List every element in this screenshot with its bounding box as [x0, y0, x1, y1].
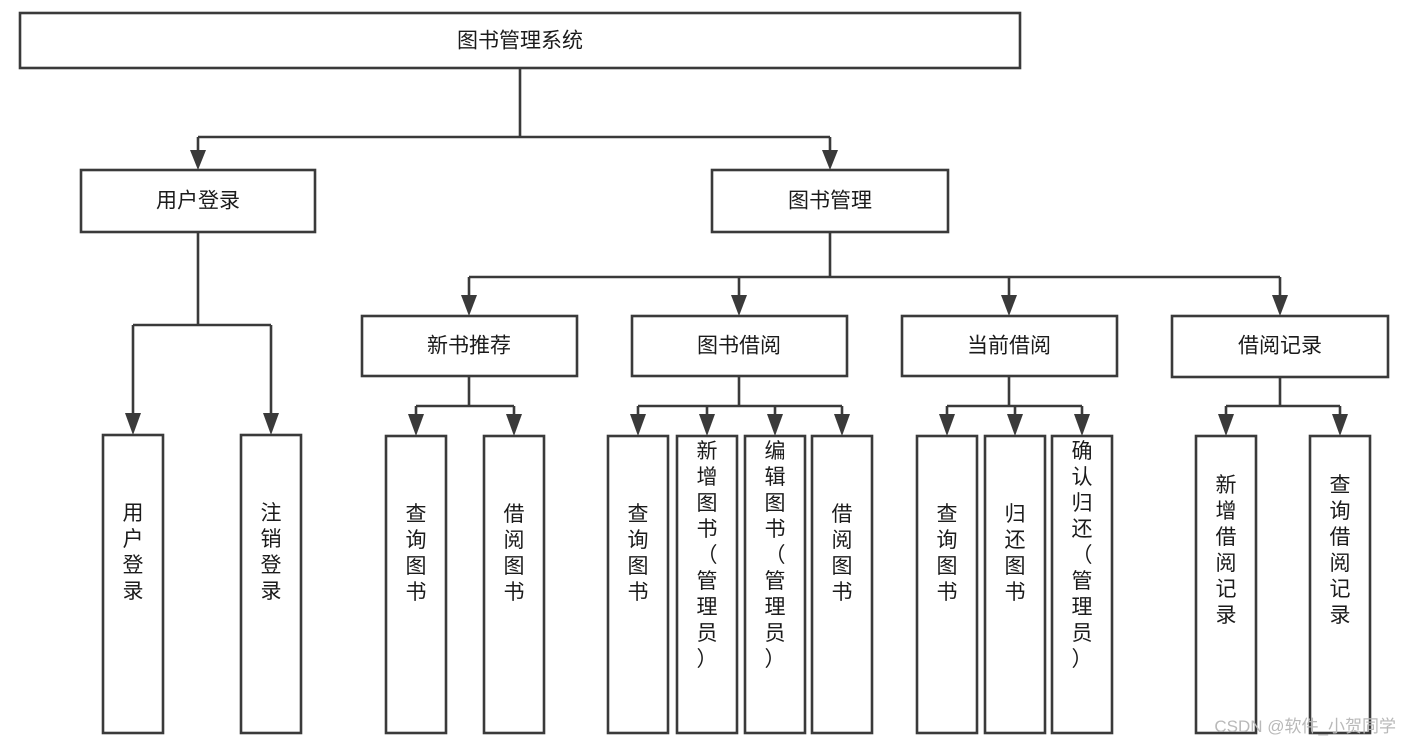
node-leaf-user-login-label: 用户登录: [123, 502, 144, 603]
node-leaf-confirm-return-box[interactable]: [1050, 434, 1114, 735]
node-user-login-box[interactable]: [79, 168, 317, 234]
node-leaf-query-book-2-label: 查询图书: [628, 503, 649, 604]
node-book-management-box[interactable]: [710, 168, 950, 234]
node-leaf-query-book-3[interactable]: 查询图书: [915, 434, 979, 735]
arrow-head-leaf-add-book: [699, 414, 715, 436]
arrow-head-leaf-borrow-book-2: [834, 414, 850, 436]
node-leaf-add-book-label: 新增图书（管理员）: [697, 440, 718, 671]
node-leaf-return-book-label: 归还图书: [1005, 503, 1026, 604]
node-leaf-user-logout-label: 注销登录: [261, 502, 282, 603]
watermark-label: CSDN @软件_小贺同学: [1214, 717, 1396, 736]
node-leaf-query-book-2-box[interactable]: [606, 434, 670, 735]
node-root-label: 图书管理系统: [457, 30, 583, 53]
node-current-borrow-box[interactable]: [900, 314, 1119, 378]
node-leaf-user-logout[interactable]: 注销登录: [239, 433, 303, 735]
node-book-borrow-label: 图书借阅: [697, 335, 781, 358]
node-leaf-query-record[interactable]: 查询借阅记录: [1308, 434, 1372, 735]
node-new-book-recommend[interactable]: 新书推荐: [360, 314, 579, 378]
node-leaf-return-book[interactable]: 归还图书: [983, 434, 1047, 735]
arrow-head-leaf-query-book-1: [408, 414, 424, 436]
node-leaf-user-logout-box[interactable]: [239, 433, 303, 735]
node-leaf-query-book-3-box[interactable]: [915, 434, 979, 735]
node-leaf-edit-book-box[interactable]: [743, 434, 807, 735]
node-leaf-query-book-1[interactable]: 查询图书: [384, 434, 448, 735]
node-leaf-add-book-box[interactable]: [675, 434, 739, 735]
node-new-book-recommend-label: 新书推荐: [427, 335, 511, 358]
node-current-borrow-label: 当前借阅: [967, 335, 1051, 358]
arrow-head-leaf-confirm-return: [1074, 414, 1090, 436]
node-leaf-return-book-box[interactable]: [983, 434, 1047, 735]
node-leaf-query-record-label: 查询借阅记录: [1330, 474, 1351, 627]
node-borrow-record-label: 借阅记录: [1238, 335, 1322, 358]
node-leaf-borrow-book-1-box[interactable]: [482, 434, 546, 735]
arrow-head-book-borrow: [731, 295, 747, 316]
arrow-head-leaf-query-book-3: [939, 414, 955, 436]
node-leaf-borrow-book-1[interactable]: 借阅图书: [482, 434, 546, 735]
node-user-login-label: 用户登录: [156, 190, 240, 213]
arrow-head-user-login: [190, 150, 206, 170]
node-leaf-user-login[interactable]: 用户登录: [101, 433, 165, 735]
connector-layer: [125, 68, 1348, 436]
arrow-head-current-borrow: [1001, 295, 1017, 316]
arrow-head-leaf-query-record: [1332, 414, 1348, 436]
node-leaf-add-record-label: 新增借阅记录: [1216, 474, 1237, 627]
node-leaf-borrow-book-1-label: 借阅图书: [504, 503, 525, 604]
arrow-head-new-book-recommend: [461, 295, 477, 316]
arrow-head-leaf-borrow-book-1: [506, 414, 522, 436]
node-leaf-query-book-1-label: 查询图书: [406, 503, 427, 604]
node-root-box[interactable]: [18, 11, 1022, 70]
node-book-management[interactable]: 图书管理: [710, 168, 950, 234]
node-book-management-label: 图书管理: [788, 190, 872, 213]
arrow-head-book-management: [822, 150, 838, 170]
arrow-head-borrow-record: [1272, 295, 1288, 316]
node-leaf-add-book[interactable]: 新增图书（管理员）: [675, 434, 739, 735]
node-new-book-recommend-box[interactable]: [360, 314, 579, 378]
arrow-head-leaf-add-record: [1218, 414, 1234, 436]
node-leaf-confirm-return[interactable]: 确认归还（管理员）: [1050, 434, 1114, 735]
arrow-head-leaf-return-book: [1007, 414, 1023, 436]
node-borrow-record[interactable]: 借阅记录: [1170, 314, 1390, 379]
arrow-head-leaf-edit-book: [767, 414, 783, 436]
node-borrow-record-box[interactable]: [1170, 314, 1390, 379]
node-leaf-borrow-book-2-box[interactable]: [810, 434, 874, 735]
arrow-head-leaf-query-book-2: [630, 414, 646, 436]
node-root[interactable]: 图书管理系统: [18, 11, 1022, 70]
node-leaf-edit-book-label: 编辑图书（管理员）: [765, 440, 786, 671]
node-leaf-query-book-3-label: 查询图书: [937, 503, 958, 604]
node-book-borrow-box[interactable]: [630, 314, 849, 378]
node-leaf-query-book-1-box[interactable]: [384, 434, 448, 735]
node-leaf-add-record-box[interactable]: [1194, 434, 1258, 735]
node-leaf-query-record-box[interactable]: [1308, 434, 1372, 735]
node-leaf-query-book-2[interactable]: 查询图书: [606, 434, 670, 735]
node-book-borrow[interactable]: 图书借阅: [630, 314, 849, 378]
node-leaf-add-record[interactable]: 新增借阅记录: [1194, 434, 1258, 735]
node-leaf-edit-book[interactable]: 编辑图书（管理员）: [743, 434, 807, 735]
node-leaf-borrow-book-2-label: 借阅图书: [832, 503, 853, 604]
arrow-head-leaf-user-login: [125, 413, 141, 435]
node-leaf-user-login-box[interactable]: [101, 433, 165, 735]
arrow-head-leaf-user-logout: [263, 413, 279, 435]
node-leaf-confirm-return-label: 确认归还（管理员）: [1072, 440, 1093, 671]
node-current-borrow[interactable]: 当前借阅: [900, 314, 1119, 378]
node-user-login[interactable]: 用户登录: [79, 168, 317, 234]
node-leaf-borrow-book-2[interactable]: 借阅图书: [810, 434, 874, 735]
